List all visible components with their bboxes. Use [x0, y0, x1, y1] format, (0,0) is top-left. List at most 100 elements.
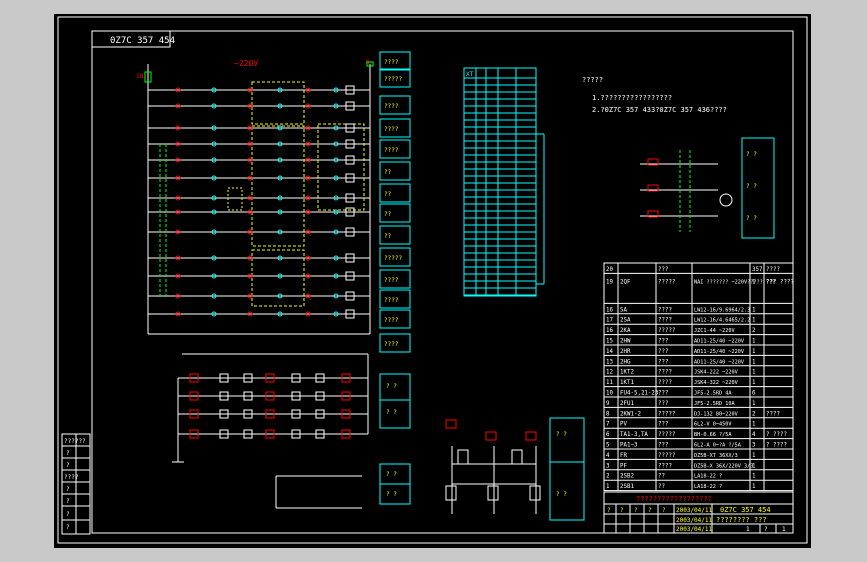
bom-cell: NAI ??????? ~220V????? ???: [694, 279, 775, 285]
bom-cell: FU4-5,21-23: [620, 391, 659, 397]
contact-5-2: [247, 175, 253, 181]
bom-cell: 2: [606, 474, 610, 480]
contact-2-1: [211, 125, 217, 131]
right-label-12: ????: [384, 317, 399, 324]
coil-4: [345, 155, 355, 165]
contact-5-1: [211, 175, 217, 181]
supply-left-label: 1N: [136, 73, 144, 80]
bom-cell: 6L2-A 0~?A ?/5A: [694, 443, 742, 449]
contact-11-5: [333, 293, 339, 299]
svg-text:? ?: ? ?: [746, 151, 757, 158]
contact-6-1: [211, 195, 217, 201]
bom-cell: ???: [658, 339, 668, 345]
bom-cell: TA1-3,TA: [620, 432, 648, 438]
contact-12-1: [211, 311, 217, 317]
title-sheet-2: ?: [764, 526, 768, 533]
bom-cell: JSK4-222 ~220V: [694, 370, 738, 376]
svg-text:? ?: ? ?: [386, 491, 397, 498]
relay-diagram: ? ? ? ?: [445, 417, 585, 521]
right-label-7: ??: [384, 211, 392, 218]
bom-cell: ???: [658, 391, 668, 397]
bom-cell: 10: [606, 391, 613, 397]
bom-cell: ??: [658, 474, 665, 480]
meas-part-0-6: [341, 373, 351, 383]
bom-cell: 1: [752, 474, 756, 480]
coil-6: [345, 193, 355, 203]
bom-cell: PF: [620, 463, 627, 469]
left-strip: ?????? ? ? ???? ? ? ? ?: [61, 433, 91, 535]
bom-cell: 6L2-V 0~450V: [694, 422, 731, 428]
right-label-box-12: [379, 309, 411, 329]
bom-cell: ??: [658, 484, 665, 490]
bom-cell: ????: [658, 307, 672, 313]
left-strip-label-1: ?: [66, 450, 70, 457]
meas-part-3-5: [315, 429, 325, 439]
bom-cell: 4: [606, 453, 610, 459]
contact-1-1: [211, 103, 217, 109]
title-sign-5: ?: [662, 507, 666, 514]
bom-cell: 2FU1: [620, 401, 634, 407]
bom-cell: 1: [752, 422, 756, 428]
meas-part-0-5: [315, 373, 325, 383]
contact-0-4: [305, 87, 311, 93]
bom-cell: JF5-2.5RD 4A: [694, 391, 732, 397]
bom-cell: FR: [620, 453, 627, 459]
contact-6-4: [305, 195, 311, 201]
bom-cell: 1: [752, 339, 756, 345]
bom-cell: 1: [752, 349, 756, 355]
notes-line-2: 2.?0Z7C 357 433?0Z7C 357 436????: [592, 106, 727, 114]
contact-0-0: [175, 87, 181, 93]
left-strip-label-0: ??????: [64, 438, 86, 445]
contact-10-0: [175, 273, 181, 279]
right-label-0: ????: [384, 59, 399, 66]
notes-line-1: 1.?????????????????: [592, 94, 672, 102]
bom-cell: ?????: [658, 432, 675, 438]
right-label-11: ????: [384, 297, 399, 304]
meas-part-3-2: [243, 429, 253, 439]
bom-cell: PA1~3: [620, 443, 638, 449]
bom-cell: LW12-16/4.6465/2.2: [694, 318, 750, 324]
terminal-header: XT: [466, 71, 474, 78]
bom-cell: 2SB2: [620, 474, 634, 480]
bom-cell: 1: [752, 484, 756, 490]
bom-cell: 11: [606, 380, 613, 386]
bom-cell: 2: [752, 411, 756, 417]
svg-text:? ?: ? ?: [746, 183, 757, 190]
bom-cell: 1: [752, 370, 756, 376]
coil-8: [345, 227, 355, 237]
contact-9-2: [247, 255, 253, 261]
notes-heading: ?????: [582, 76, 603, 84]
contact-4-1: [211, 157, 217, 163]
contact-7-5: [333, 209, 339, 215]
bom-cell: 2KW1-2: [620, 411, 641, 417]
right-label-5: ??: [384, 169, 392, 176]
contact-4-4: [305, 157, 311, 163]
contact-1-3: [277, 103, 283, 109]
contact-2-2: [247, 125, 253, 131]
title-sign-2: ?: [620, 507, 624, 514]
right-label-column: ????????????????????????????????????????…: [379, 51, 411, 353]
contact-1-2: [247, 103, 253, 109]
bom-cell: DZ5B-X 36X/220V 3/3: [694, 463, 753, 469]
right-label-box-0: [379, 51, 411, 71]
meas-part-2-0: [189, 409, 199, 419]
contact-6-3: [277, 195, 283, 201]
coil-12: [345, 309, 355, 319]
right-label-box-4: [379, 139, 411, 159]
bom-cell: 5: [606, 443, 610, 449]
bom-cell: 1: [752, 401, 756, 407]
bom-cell: PV: [620, 422, 627, 428]
right-label-box-13: [379, 333, 411, 353]
bom-cell: 1: [752, 380, 756, 386]
bom-cell: ???: [658, 267, 668, 273]
bom-cell: 2HR: [620, 349, 631, 355]
right-label-box-5: [379, 161, 411, 181]
meas-part-3-6: [341, 429, 351, 439]
bom-cell: ?????: [658, 453, 675, 459]
bom-cell: 1: [752, 307, 756, 313]
left-strip-label-7: ?: [66, 524, 70, 531]
contact-7-3: [277, 209, 283, 215]
svg-text:? ?: ? ?: [386, 409, 397, 416]
bom-cell: ??? ????: [766, 279, 794, 285]
bom-cell: 12: [606, 370, 613, 376]
